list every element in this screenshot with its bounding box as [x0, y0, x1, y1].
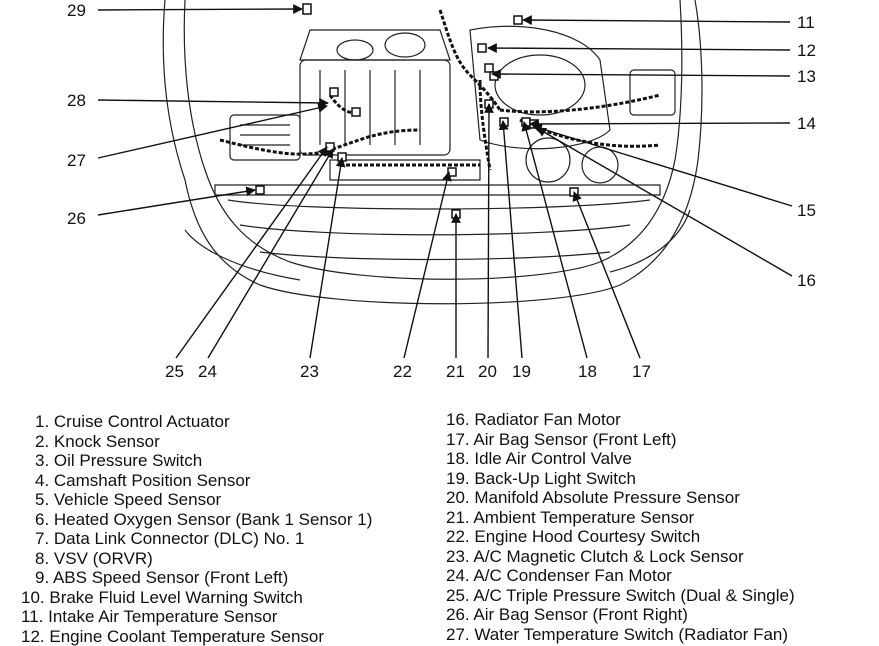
legend-item: 17. Air Bag Sensor (Front Left)	[446, 430, 795, 450]
legend-item: 27. Water Temperature Switch (Radiator F…	[446, 625, 795, 645]
callout-19: 19	[512, 362, 531, 381]
callout-25: 25	[165, 362, 184, 381]
legend-item: 23. A/C Magnetic Clutch & Lock Sensor	[446, 547, 795, 567]
legend-item: 6. Heated Oxygen Sensor (Bank 1 Sensor 1…	[21, 510, 372, 530]
legend-item: 24. A/C Condenser Fan Motor	[446, 566, 795, 586]
callout-18: 18	[578, 362, 597, 381]
callout-labels: 29 28 27 26 11 12 13 14 15 16 25 24 23 2…	[67, 1, 816, 381]
legend-item: 18. Idle Air Control Valve	[446, 449, 795, 469]
callout-12: 12	[797, 41, 816, 60]
legend-left: 1. Cruise Control Actuator 2. Knock Sens…	[21, 412, 372, 646]
legend-item: 10. Brake Fluid Level Warning Switch	[21, 588, 372, 608]
legend-item: 4. Camshaft Position Sensor	[21, 471, 372, 491]
callout-27: 27	[67, 151, 86, 170]
callout-21: 21	[446, 362, 465, 381]
callout-11: 11	[797, 13, 815, 32]
callout-14: 14	[797, 114, 816, 133]
leader-lines	[98, 9, 792, 358]
legend-item: 7. Data Link Connector (DLC) No. 1	[21, 529, 372, 549]
legend-item: 3. Oil Pressure Switch	[21, 451, 372, 471]
legend-item: 9. ABS Speed Sensor (Front Left)	[21, 568, 372, 588]
callout-13: 13	[797, 67, 816, 86]
legend-item: 1. Cruise Control Actuator	[21, 412, 372, 432]
callout-23: 23	[300, 362, 319, 381]
legend-item: 5. Vehicle Speed Sensor	[21, 490, 372, 510]
legend-item: 19. Back-Up Light Switch	[446, 469, 795, 489]
legend-item: 12. Engine Coolant Temperature Sensor	[21, 627, 372, 646]
callout-17: 17	[632, 362, 651, 381]
callout-26: 26	[67, 209, 86, 228]
legend-item: 16. Radiator Fan Motor	[446, 410, 795, 430]
legend-item: 2. Knock Sensor	[21, 432, 372, 452]
callout-20: 20	[478, 362, 497, 381]
legend-item: 22. Engine Hood Courtesy Switch	[446, 527, 795, 547]
legend-item: 8. VSV (ORVR)	[21, 549, 372, 569]
legend-item: 20. Manifold Absolute Pressure Sensor	[446, 488, 795, 508]
callout-29: 29	[67, 1, 86, 20]
callout-28: 28	[67, 91, 86, 110]
legend-item: 26. Air Bag Sensor (Front Right)	[446, 605, 795, 625]
callout-16: 16	[797, 271, 816, 290]
callout-22: 22	[393, 362, 412, 381]
legend-item: 21. Ambient Temperature Sensor	[446, 508, 795, 528]
wiring-harness	[220, 10, 660, 170]
legend-item: 25. A/C Triple Pressure Switch (Dual & S…	[446, 586, 795, 606]
legend-item: 11. Intake Air Temperature Sensor	[21, 607, 372, 627]
legend-right: 16. Radiator Fan Motor 17. Air Bag Senso…	[446, 410, 795, 644]
callout-24: 24	[198, 362, 217, 381]
callout-15: 15	[797, 201, 816, 220]
engine-bay-drawing	[163, 0, 702, 304]
